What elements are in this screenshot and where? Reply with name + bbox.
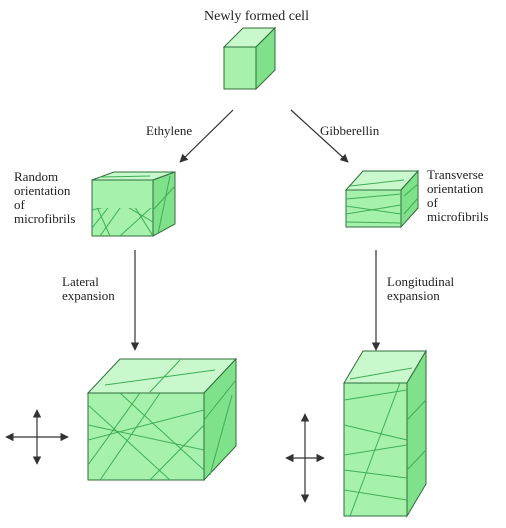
- microfibril: [344, 469, 407, 479]
- cube-front-face: [87, 392, 205, 481]
- microfibril: [99, 393, 161, 480]
- laterally-expanded-cell: [86, 357, 238, 482]
- microfibril: [344, 489, 407, 501]
- microfibril: [203, 379, 237, 421]
- random-orientation-label: Random orientation of microfibrils: [14, 169, 76, 226]
- microfibril: [88, 409, 204, 441]
- microfibril: [99, 208, 121, 236]
- microfibril: [344, 424, 407, 441]
- transverse-microfibril-cube: [344, 169, 420, 229]
- microfibril: [149, 359, 181, 393]
- microfibril: [406, 399, 427, 421]
- microfibril: [209, 394, 233, 476]
- microfibril: [346, 221, 401, 224]
- arrow-to-gibberellin-cell: [290, 109, 349, 163]
- random-microfibril-cube: [91, 171, 176, 237]
- microfibril: [88, 404, 171, 480]
- microfibril: [104, 369, 216, 386]
- longitudinal-expansion-label: Longitudinal expansion: [387, 274, 455, 303]
- lateral-expansion-label: Lateral expansion: [62, 274, 115, 303]
- microfibril: [403, 183, 419, 197]
- microfibril: [157, 175, 171, 235]
- microfibril: [119, 393, 204, 471]
- microfibril: [92, 208, 109, 229]
- cube-front-face: [345, 189, 402, 228]
- microfibril: [403, 197, 419, 215]
- microfibril: [128, 208, 153, 223]
- longitudinally-expanded-cell: [343, 349, 427, 518]
- microfibril: [406, 449, 427, 471]
- microfibril: [134, 208, 153, 236]
- cube-front-face: [223, 46, 257, 90]
- microfibril: [344, 444, 407, 456]
- microfibril: [349, 367, 413, 380]
- gibberellin-label: Gibberellin: [320, 123, 380, 138]
- transverse-orientation-label: Transverse orientation of microfibrils: [427, 167, 489, 224]
- arrow-to-ethylene-cell: [179, 109, 234, 163]
- microfibril: [88, 393, 141, 466]
- microfibril: [346, 204, 401, 215]
- microfibril: [149, 424, 204, 480]
- ethylene-label: Ethylene: [146, 123, 193, 138]
- newly-formed-cell-cube: [222, 26, 277, 91]
- microfibril: [99, 175, 151, 178]
- microfibril: [96, 208, 111, 236]
- microfibril: [88, 424, 204, 451]
- title-label: Newly formed cell: [204, 9, 309, 24]
- microfibril: [119, 208, 152, 236]
- microfibril: [349, 179, 405, 187]
- lateral-growth-direction-arrows: [5, 409, 69, 465]
- microfibril: [152, 185, 176, 211]
- longitudinal-growth-direction-arrows: [285, 413, 325, 503]
- microfibril: [346, 193, 401, 200]
- microfibril: [349, 383, 401, 516]
